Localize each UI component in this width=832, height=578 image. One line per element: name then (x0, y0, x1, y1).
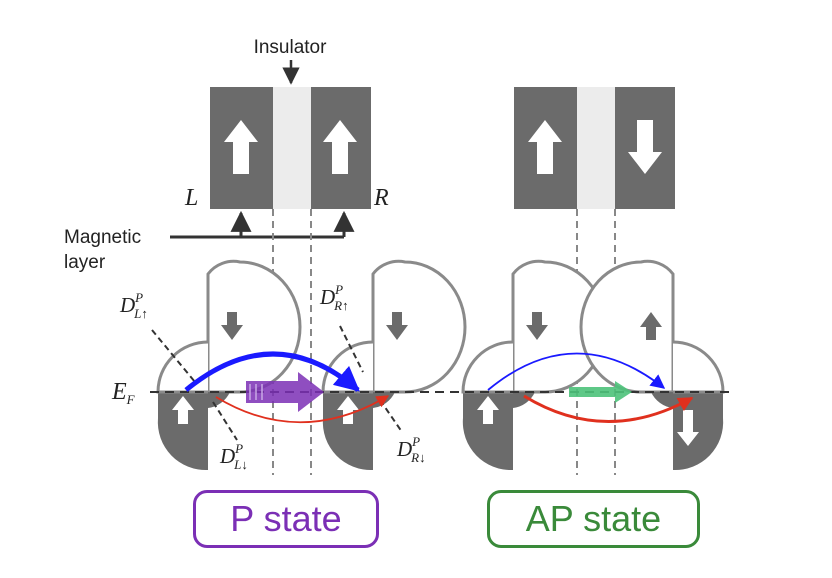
left-electrode-label: L (184, 185, 198, 211)
insulator-label: Insulator (254, 37, 328, 58)
p-minority-tunnel (215, 395, 390, 424)
ap-current-arrow (569, 381, 632, 403)
up-arrow-icon (477, 396, 499, 424)
up-arrow-icon (323, 120, 357, 174)
fermi-label: EF (111, 379, 136, 407)
ap-junction (514, 87, 675, 209)
dos-pointers (151, 325, 403, 441)
down-arrow-icon (526, 312, 548, 340)
ap-majority-tunnel (487, 352, 666, 391)
ap-left-dos (461, 259, 607, 471)
insulator-ap (577, 87, 615, 209)
up-arrow-icon (172, 396, 194, 424)
down-arrow-icon (386, 312, 408, 340)
down-arrow-icon (628, 120, 662, 174)
ap-right-dos (579, 259, 725, 471)
magnetic-label-line2: layer (64, 252, 106, 273)
insulator-p (273, 87, 311, 209)
right-electrode-label: R (373, 185, 389, 211)
p-right-dos (321, 259, 467, 471)
p-junction (210, 87, 371, 209)
magnetic-layer-pointer (170, 210, 355, 239)
up-arrow-icon (337, 396, 359, 424)
magnetic-label-line1: Magnetic (64, 227, 141, 248)
up-arrow-icon (640, 312, 662, 340)
p-state-label: P state (193, 490, 379, 548)
p-current-arrow (246, 372, 324, 412)
up-arrow-icon (528, 120, 562, 174)
ap-minority-tunnel (523, 394, 694, 423)
down-arrow-icon (677, 410, 699, 446)
down-arrow-icon (221, 312, 243, 340)
p-majority-tunnel (184, 351, 360, 392)
up-arrow-icon (224, 120, 258, 174)
p-left-dos (156, 259, 302, 471)
ap-state-label: AP state (487, 490, 700, 548)
